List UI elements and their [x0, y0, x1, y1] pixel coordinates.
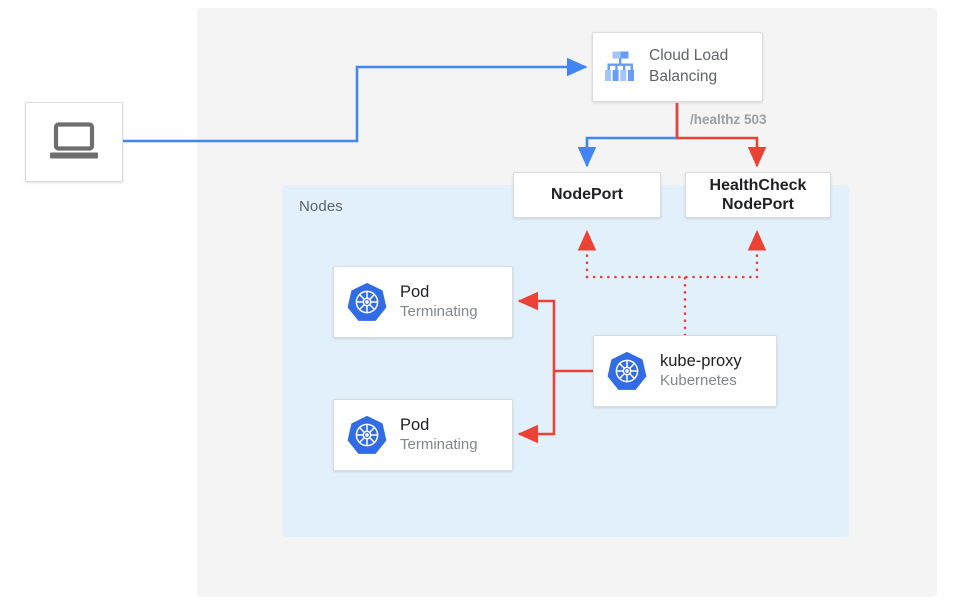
pod-status: Terminating	[400, 435, 478, 453]
pod-title: Pod	[400, 416, 430, 435]
kube-proxy-subtitle: Kubernetes	[660, 371, 737, 389]
healthz-edge-label: /healthz 503	[690, 112, 767, 127]
cloud-load-balancing-label: Cloud Load Balancing	[649, 47, 729, 85]
nodes-region-label: Nodes	[299, 198, 343, 215]
kubernetes-icon	[607, 351, 647, 390]
kubernetes-icon	[347, 282, 387, 321]
kube-proxy-title: kube-proxy	[660, 352, 742, 371]
kubernetes-icon	[347, 415, 387, 454]
pod-title: Pod	[400, 283, 430, 302]
client-node[interactable]	[25, 102, 123, 182]
cloud-load-balancing-icon	[605, 51, 634, 81]
laptop-icon	[50, 122, 98, 159]
kube-proxy-node[interactable]: kube-proxy Kubernetes	[593, 335, 777, 407]
healthcheck-nodeport-label: HealthCheck NodePort	[709, 176, 807, 213]
pod-node-2[interactable]: Pod Terminating	[333, 399, 513, 471]
nodeport-label: NodePort	[551, 186, 623, 204]
cloud-load-balancing-node[interactable]: Cloud Load Balancing	[592, 32, 763, 102]
pod-node-1[interactable]: Pod Terminating	[333, 266, 513, 338]
pod-status: Terminating	[400, 302, 478, 320]
nodeport-node[interactable]: NodePort	[513, 172, 661, 218]
healthcheck-nodeport-node[interactable]: HealthCheck NodePort	[685, 172, 831, 218]
